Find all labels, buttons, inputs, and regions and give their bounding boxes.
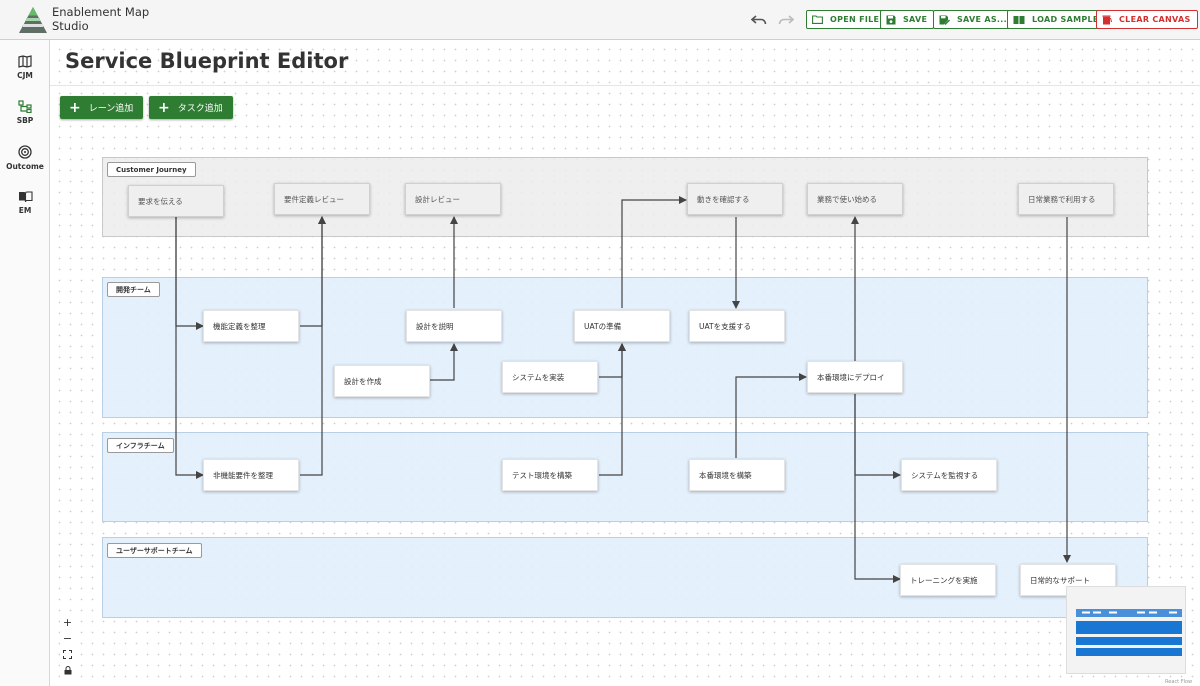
open-file-button[interactable]: OPEN FILE: [806, 10, 887, 29]
open-file-label: OPEN FILE: [830, 15, 880, 24]
lane-dev-team[interactable]: [102, 277, 1148, 418]
node-start-use[interactable]: 業務で使い始める: [807, 183, 903, 215]
fit-view-icon: [63, 649, 72, 659]
attribution[interactable]: React Flow: [1165, 679, 1193, 685]
node-sys-monitor[interactable]: システムを監視する: [901, 459, 997, 491]
sidebar-item-cjm[interactable]: CJM: [0, 55, 50, 80]
sidebar-item-sbp-label: SBP: [16, 116, 34, 125]
add-task-label: タスク追加: [177, 104, 223, 114]
undo-icon[interactable]: [749, 10, 769, 30]
sidebar-item-cjm-label: CJM: [17, 71, 33, 80]
node-design-create[interactable]: 設計を作成: [334, 365, 430, 397]
save-label: SAVE: [903, 15, 928, 24]
node-req-review[interactable]: 要件定義レビュー: [274, 183, 370, 215]
node-training[interactable]: トレーニングを実施: [900, 564, 996, 596]
sidebar-item-outcome[interactable]: Outcome: [0, 145, 50, 171]
load-sample-button[interactable]: LOAD SAMPLE: [1007, 10, 1106, 29]
app-title: Enablement Map Studio: [52, 5, 149, 33]
page-title: Service Blueprint Editor: [65, 49, 349, 73]
zoom-in-button[interactable]: +: [60, 614, 75, 630]
add-lane-label: レーン追加: [88, 104, 134, 114]
node-prod-env[interactable]: 本番環境を構築: [689, 459, 785, 491]
sidebar-item-outcome-label: Outcome: [6, 162, 44, 171]
sidebar-item-em-label: EM: [18, 206, 32, 215]
save-as-label: SAVE AS...: [957, 15, 1007, 24]
save-button[interactable]: SAVE: [880, 10, 935, 29]
book-open-icon: [1013, 15, 1025, 24]
map-icon: [18, 55, 32, 68]
lane-label-support-team[interactable]: ユーザーサポートチーム: [107, 543, 202, 558]
sidebar: CJM SBP Outcome EM: [0, 40, 50, 686]
app-title-line2: Studio: [52, 19, 89, 33]
node-request[interactable]: 要求を伝える: [128, 185, 224, 217]
lock-button[interactable]: [60, 662, 75, 678]
node-daily-use[interactable]: 日常業務で利用する: [1018, 183, 1114, 215]
clear-canvas-label: CLEAR CANVAS: [1119, 15, 1191, 24]
lane-label-customer-journey[interactable]: Customer Journey: [107, 162, 196, 177]
plus-icon: +: [158, 99, 170, 116]
add-task-button[interactable]: + タスク追加: [149, 96, 233, 119]
node-uat-prep[interactable]: UATの準備: [574, 310, 670, 342]
title-divider: [50, 85, 1200, 86]
add-lane-button[interactable]: + レーン追加: [60, 96, 144, 119]
lock-icon: [64, 665, 71, 674]
clear-canvas-button[interactable]: CLEAR CANVAS: [1096, 10, 1198, 29]
node-uat-support[interactable]: UATを支援する: [689, 310, 785, 342]
lane-customer-journey[interactable]: [102, 157, 1148, 237]
target-icon: [18, 145, 32, 159]
node-func-def[interactable]: 機能定義を整理: [203, 310, 299, 342]
sidebar-item-sbp[interactable]: SBP: [0, 100, 50, 125]
sidebar-item-em[interactable]: EM: [0, 191, 50, 215]
save-as-button[interactable]: SAVE AS...: [933, 10, 1014, 29]
plus-icon: +: [69, 99, 81, 116]
book-icon: [18, 191, 33, 203]
node-design-explain[interactable]: 設計を説明: [406, 310, 502, 342]
folder-icon: [812, 15, 823, 24]
pyramid-logo-icon: [19, 7, 47, 33]
load-sample-label: LOAD SAMPLE: [1032, 15, 1099, 24]
node-nonfunc[interactable]: 非機能要件を整理: [203, 459, 299, 491]
zoom-out-button[interactable]: −: [60, 630, 75, 646]
node-design-review[interactable]: 設計レビュー: [405, 183, 501, 215]
fit-view-button[interactable]: [60, 646, 75, 662]
app-title-line1: Enablement Map: [52, 5, 150, 19]
node-test-env[interactable]: テスト環境を構築: [502, 459, 598, 491]
save-icon: [886, 15, 896, 24]
minimap-lanes: [1076, 609, 1182, 656]
lane-label-dev-team[interactable]: 開発チーム: [107, 282, 160, 297]
flow-controls: + −: [60, 614, 75, 678]
node-verify[interactable]: 動きを確認する: [687, 183, 783, 215]
minimap[interactable]: [1066, 586, 1186, 674]
clear-icon: [1102, 15, 1112, 24]
save-as-icon: [939, 15, 950, 25]
node-sys-impl[interactable]: システムを実装: [502, 361, 598, 393]
lane-label-infra-team[interactable]: インフラチーム: [107, 438, 174, 453]
node-prod-deploy[interactable]: 本番環境にデプロイ: [807, 361, 903, 393]
redo-icon[interactable]: [776, 10, 796, 30]
top-bar: Enablement Map Studio OPEN FILE SAVE SAV…: [0, 0, 1200, 40]
blueprint-icon: [18, 100, 32, 113]
